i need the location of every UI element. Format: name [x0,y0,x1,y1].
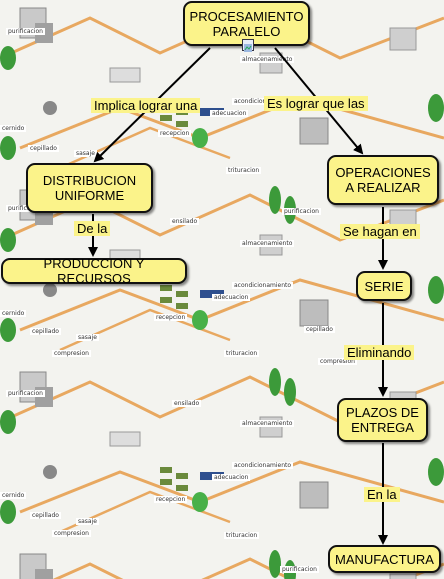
bg-label: sasaje [76,334,99,341]
bg-label: cepillado [30,512,61,519]
node-produccion-y-recursos[interactable]: PRODUCCION Y RECURSOS [1,256,187,286]
bg-label: recepcion [158,130,192,137]
bg-label: purificacion [280,566,319,573]
bg-label: cepillado [304,326,335,333]
bg-label: acondicionamiento [232,282,294,289]
bg-label: compresion [318,358,357,365]
node-plazos-de-entrega[interactable]: PLAZOS DE ENTREGA [337,398,428,442]
bg-label: adecuacion [210,110,249,117]
bg-label: almacenamiento [240,56,295,63]
bg-label: trituracion [224,350,260,357]
bg-label: purificacion [6,205,45,212]
bg-label: cernido [0,125,27,132]
node-distribucion-uniforme[interactable]: DISTRIBUCION UNIFORME [26,163,153,213]
bg-label: sasaje [76,518,99,525]
bg-label: sasaje [74,150,97,157]
bg-label: ensilado [170,218,200,225]
bg-label: cepillado [28,145,59,152]
bg-label: compresion [52,530,91,537]
node-procesamiento-paralelo[interactable]: PROCESAMIENTO PARALELO [183,1,310,46]
bg-label: purificacion [6,390,45,397]
node-manufactura[interactable]: MANUFACTURA [328,545,441,573]
link-implica-lograr-una[interactable]: Implica lograr una [91,98,201,113]
node-serie[interactable]: SERIE [356,271,412,301]
bg-label: recepcion [154,496,188,503]
bg-label: almacenamiento [240,240,295,247]
bg-label: purificacion [282,208,321,215]
bg-label: trituracion [224,532,260,539]
bg-label: recepcion [154,314,188,321]
bg-label: trituracion [226,167,262,174]
bg-label: acondicionamiento [232,462,294,469]
bg-label: purificacion [6,28,45,35]
bg-label: cernido [0,310,27,317]
bg-label: adecuacion [212,294,251,301]
bg-label: acondicionamiento [232,98,294,105]
bg-label: cepillado [30,328,61,335]
bg-label: cernido [0,492,27,499]
link-eliminando[interactable]: Eliminando [344,345,415,360]
link-icon[interactable] [242,39,254,52]
bg-label: compresion [52,350,91,357]
bg-label: almacenamiento [240,420,295,427]
link-es-lograr-que-las[interactable]: Es lograr que las [264,96,368,111]
node-operaciones-a-realizar[interactable]: OPERACIONES A REALIZAR [327,155,439,205]
link-se-hagan-en[interactable]: Se hagan en [340,224,420,239]
link-en-la[interactable]: En la [364,487,400,502]
bg-label: adecuacion [212,474,251,481]
bg-label: ensilado [172,400,202,407]
link-de-la[interactable]: De la [74,221,111,236]
